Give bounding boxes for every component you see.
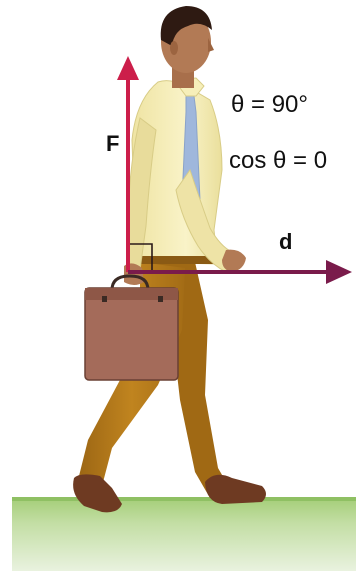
grass-ground [12,497,356,571]
right-angle-marker [128,243,153,272]
angle-equation: θ = 90° [231,91,308,118]
force-arrow [117,56,139,272]
front-shoe [73,474,122,513]
hair [160,6,212,46]
displacement-arrow [128,260,352,284]
right-hand [222,249,246,272]
briefcase [84,274,179,381]
back-shoe [205,474,266,504]
force-label: F [106,131,120,156]
cos-equation: cos θ = 0 [229,147,328,174]
displacement-label: d [279,229,293,254]
